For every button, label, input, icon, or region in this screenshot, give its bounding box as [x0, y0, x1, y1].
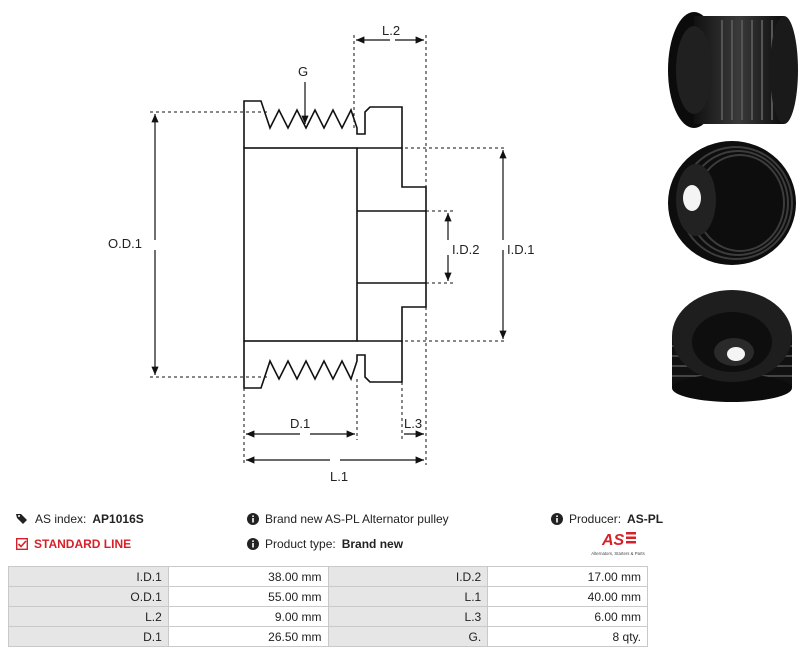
spec-value: 26.50 mm	[167, 626, 329, 647]
info-icon	[247, 538, 259, 550]
as-index-label: AS index:	[35, 512, 87, 526]
pulley-photo-angle	[668, 141, 796, 265]
checkbox-icon	[16, 538, 28, 550]
od1-label: O.D.1	[108, 236, 142, 251]
g-label: G	[298, 64, 308, 79]
l2-label: L.2	[382, 23, 400, 38]
standard-line-text: STANDARD LINE	[34, 537, 132, 551]
product-type-label: Product type:	[265, 537, 336, 551]
producer: Producer: AS-PL	[551, 512, 663, 526]
spec-name: L.1	[327, 586, 489, 607]
producer-value: AS-PL	[627, 512, 664, 526]
info-icon	[551, 513, 563, 525]
spec-name: D.1	[8, 626, 169, 647]
pulley-photo-front	[672, 290, 792, 402]
product-type-value: Brand new	[341, 537, 404, 551]
l1-label: L.1	[330, 469, 348, 484]
tags-icon	[16, 513, 29, 525]
spec-value: 17.00 mm	[487, 566, 648, 587]
spec-name: O.D.1	[8, 586, 169, 607]
as-index: AS index: AP1016S	[16, 512, 144, 526]
product-line: STANDARD LINE	[16, 537, 131, 551]
logo-tagline: Alternators, Starters & Parts	[591, 551, 645, 556]
id2-label: I.D.2	[452, 242, 479, 257]
as-index-value: AP1016S	[92, 512, 144, 526]
spec-name: I.D.1	[8, 566, 169, 587]
spec-value: 9.00 mm	[167, 606, 329, 627]
spec-value: 8 qty.	[487, 626, 648, 647]
spec-name: L.3	[327, 606, 489, 627]
product-type: Product type: Brand new	[247, 537, 403, 551]
id1-label: I.D.1	[507, 242, 534, 257]
spec-name: L.2	[8, 606, 169, 627]
description-text: Brand new AS-PL Alternator pulley	[265, 512, 449, 526]
logo-text: AS	[601, 532, 625, 549]
spec-value: 6.00 mm	[487, 606, 648, 627]
spec-value: 40.00 mm	[487, 586, 648, 607]
spec-value: 55.00 mm	[167, 586, 329, 607]
producer-label: Producer:	[569, 512, 622, 526]
spec-name: G.	[327, 626, 489, 647]
info-icon	[247, 513, 259, 525]
pulley-photo-side	[668, 12, 798, 128]
as-pl-logo: AS Alternators, Starters & Parts	[591, 532, 645, 556]
description: Brand new AS-PL Alternator pulley	[247, 512, 449, 526]
spec-name: I.D.2	[327, 566, 489, 587]
spec-value: 38.00 mm	[167, 566, 329, 587]
l3-label: L.3	[404, 416, 422, 431]
pulley-technical-drawing: O.D.1 I.D.1 I.D.2 D.1 L.1 L.2 L.3 G	[108, 23, 534, 484]
d1-label: D.1	[290, 416, 310, 431]
